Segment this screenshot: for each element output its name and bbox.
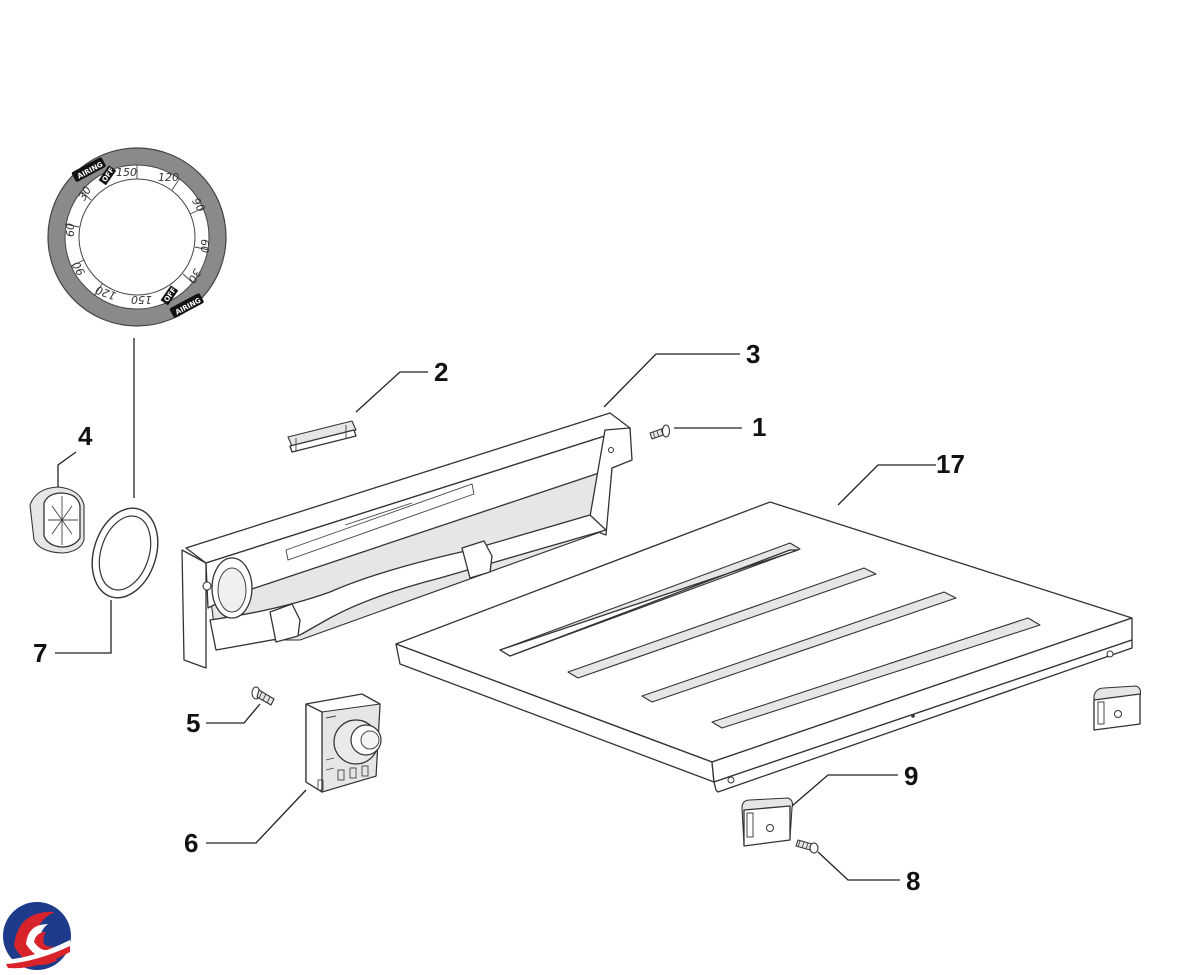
callout-1: 1: [752, 412, 766, 442]
dial-scale-ring: DURABLE FABRICS REGULAR SYNTHETICS AND D…: [28, 109, 240, 349]
screw-part-5: [251, 686, 275, 706]
callout-2: 2: [434, 357, 448, 387]
control-panel-part-3: [181, 412, 633, 669]
callout-17: 17: [936, 449, 965, 479]
dial-num-top-120: 120: [158, 171, 179, 184]
leader-3: [603, 353, 740, 408]
worktop-part-17: [395, 501, 1133, 793]
knob-part-4: [29, 486, 85, 554]
brand-logo: [3, 902, 72, 970]
callout-6: 6: [184, 828, 198, 858]
gasket-part-7: [91, 507, 159, 599]
leader-2: [355, 371, 428, 413]
leader-5: [206, 703, 261, 724]
hinge-part-9-rear: [1093, 685, 1142, 731]
clip-part-2: [287, 420, 357, 453]
dial-num-bot-60: 60: [64, 223, 77, 237]
dial-num-top-60: 60: [198, 239, 211, 253]
callout-7: 7: [33, 638, 47, 668]
dial-num-bot-90: 90: [70, 259, 88, 278]
leader-17: [837, 464, 936, 506]
dial-num-bot-30: 30: [76, 184, 94, 203]
leader-6: [206, 789, 307, 844]
dial-num-top-30: 30: [185, 267, 203, 286]
dial-num-bot-150: 150: [131, 293, 152, 306]
callout-5: 5: [186, 708, 200, 738]
dial-num-top-150: 150: [116, 166, 137, 179]
dial-num-top-90: 90: [189, 196, 207, 215]
leader-8: [817, 851, 900, 881]
screw-part-8: [795, 839, 819, 854]
leader-4: [57, 451, 77, 487]
screw-part-1: [649, 424, 671, 440]
hinge-part-9-front: [741, 797, 794, 847]
timer-part-6: [305, 693, 382, 793]
callout-4: 4: [78, 421, 93, 451]
callout-9: 9: [904, 761, 918, 791]
leader-7: [55, 600, 112, 654]
callout-8: 8: [906, 866, 920, 896]
leader-9: [791, 774, 898, 807]
callout-3: 3: [746, 339, 760, 369]
